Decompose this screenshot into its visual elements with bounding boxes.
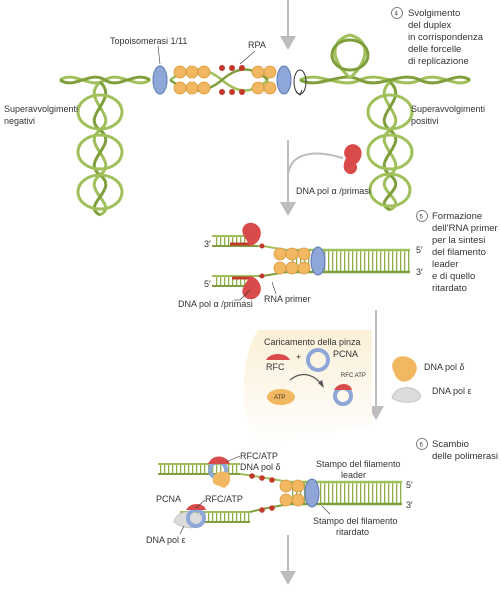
polymerase-step5 [242,222,261,300]
step-6-line-2: delle polimerasi [432,451,498,462]
arrow-top [280,0,296,50]
label-rfc-atp-2: RFC/ATP [240,451,278,461]
step-4: 4 Svolgimento del duplex in corrisponden… [391,7,484,67]
step-5-line-3: per la sintesi [432,235,485,246]
supercoil-negative [76,80,124,217]
step-6: 6 Scambio delle polimerasi [416,438,498,462]
step-5-line-1: Formazione [432,211,482,222]
step-4-line-3: in corrispondenza [408,32,484,43]
step-4-line-4: delle forcelle [408,44,461,55]
step-5-line-6: e di quello [432,271,475,282]
step-6-number: 6 [420,443,424,449]
rpa-dots-step6 [249,473,275,513]
label-superavv-neg-1: Superavvolgimenti [4,104,78,114]
label-dna-pol-alpha-1: DNA pol α /primasi [296,186,371,196]
topoisomerase-left [152,65,168,95]
clamp-loading-panel [243,330,372,445]
label-dna-pol-delta: DNA pol δ [424,362,465,372]
arrow-bottom [280,535,296,585]
topoisomerase-step5 [310,246,326,276]
rfc-pcna-complex [333,384,353,406]
label-stampo-ritardato-2: ritardato [336,527,369,537]
helicase-step6 [279,479,305,507]
step-4-line-2: del duplex [408,20,452,31]
step-6-line-1: Scambio [432,439,469,450]
topoisomerase-right [276,65,292,95]
polymerase-epsilon-complex [173,504,206,529]
step-5-line-4: del filamento [432,247,486,258]
step-5-number: 5 [420,215,424,221]
supercoil-positive [366,80,414,212]
dna-pol-alpha-free [343,144,362,175]
step-5-line-7: ritardato [432,283,467,294]
label-dna-pol-alpha-2: DNA pol α /primasi [178,299,253,309]
label-prime3-a: 3′ [204,239,211,249]
polymerase-delta-complex [208,456,231,488]
label-prime3-b: 3′ [416,267,423,277]
step-4-number: 4 [395,12,399,18]
label-superavv-pos-2: positivi [411,116,439,126]
label-stampo-leader-1: Stampo del filamento [316,459,401,469]
label-prime5-b: 5′ [416,245,423,255]
label-dna-pol-epsilon-2: DNA pol ε [146,535,186,545]
label-atp: ATP [274,395,285,401]
step-4-line-1: Svolgimento [408,8,460,19]
step-5-line-2: dell'RNA primer [432,223,498,234]
topoisomerase-step6 [304,478,320,508]
supercoil-positive-top [330,33,370,80]
label-dna-pol-delta-2: DNA pol δ [240,462,281,472]
label-rna-primer: RNA primer [264,294,311,304]
label-rpa: RPA [248,40,266,50]
label-topoisomerasi: Topoisomerasi 1/11 [110,36,187,46]
dna-pol-epsilon-icon [391,387,421,403]
label-stampo-ritardato-1: Stampo del filamento [313,516,398,526]
label-caricamento: Caricamento della pinza [264,337,361,347]
label-pcna-2: PCNA [156,494,181,504]
label-dna-pol-epsilon: DNA pol ε [432,386,472,396]
step-5-line-5: leader [432,259,458,270]
rotation-arrow-icon [293,69,307,96]
label-rfc-atp: RFC ATP [341,373,366,379]
helicase-right [251,65,277,95]
label-superavv-neg-2: negativi [4,116,35,126]
label-prime5-c: 5′ [406,480,413,490]
label-pcna: PCNA [333,349,358,359]
rpa-dots [219,65,245,95]
step-4-line-5: di replicazione [408,56,469,67]
pcna-icon [306,348,330,372]
atp-icon [267,389,295,405]
label-superavv-pos-1: Superavvolgimenti [411,104,485,114]
label-plus: + [296,352,301,362]
rfc-icon [266,354,290,360]
label-rfc: RFC [266,362,285,372]
dna-pol-delta-icon [392,356,417,382]
helicase-step5 [273,247,311,275]
label-prime5-a: 5′ [204,279,211,289]
label-stampo-leader-2: leader [341,470,366,480]
label-rfc-atp-3: RFC/ATP [205,494,243,504]
arrow-step5 [280,140,344,216]
label-prime3-c: 3′ [406,500,413,510]
helicase-left [173,65,211,95]
step-5: 5 Formazione dell'RNA primer per la sint… [416,210,498,294]
